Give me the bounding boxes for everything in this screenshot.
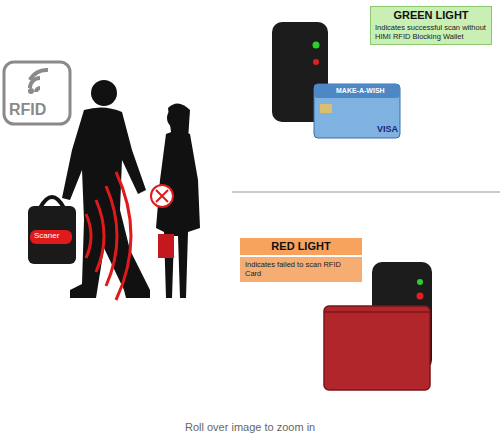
caption: Roll over image to zoom in [185,421,315,433]
rfid-icon [4,62,70,124]
scan-waves [86,172,131,300]
woman-wallet [158,234,174,258]
box-text: Indicates failed to scan RFID Card [240,257,362,282]
blocking-wallet [324,306,430,390]
icon-label: RFID [9,100,46,119]
tag-label: Scaner [34,231,59,241]
card-brand: VISA [377,124,398,135]
man-silhouette [62,80,150,298]
box-heading: GREEN LIGHT [371,7,491,23]
box-text: Indicates successful scan without HIMI R… [371,23,491,44]
card-label: MAKE-A-WISH [336,87,385,95]
bag [28,206,76,264]
blocked-mark [151,185,173,207]
legend-box: GREEN LIGHTIndicates successful scan wit… [370,6,492,45]
scaner-tag [30,230,72,244]
legend-box: RED LIGHT Indicates failed to scan RFID C… [240,238,362,282]
divider [232,191,500,193]
credit-card [314,84,400,138]
box-heading: RED LIGHT [240,238,362,255]
